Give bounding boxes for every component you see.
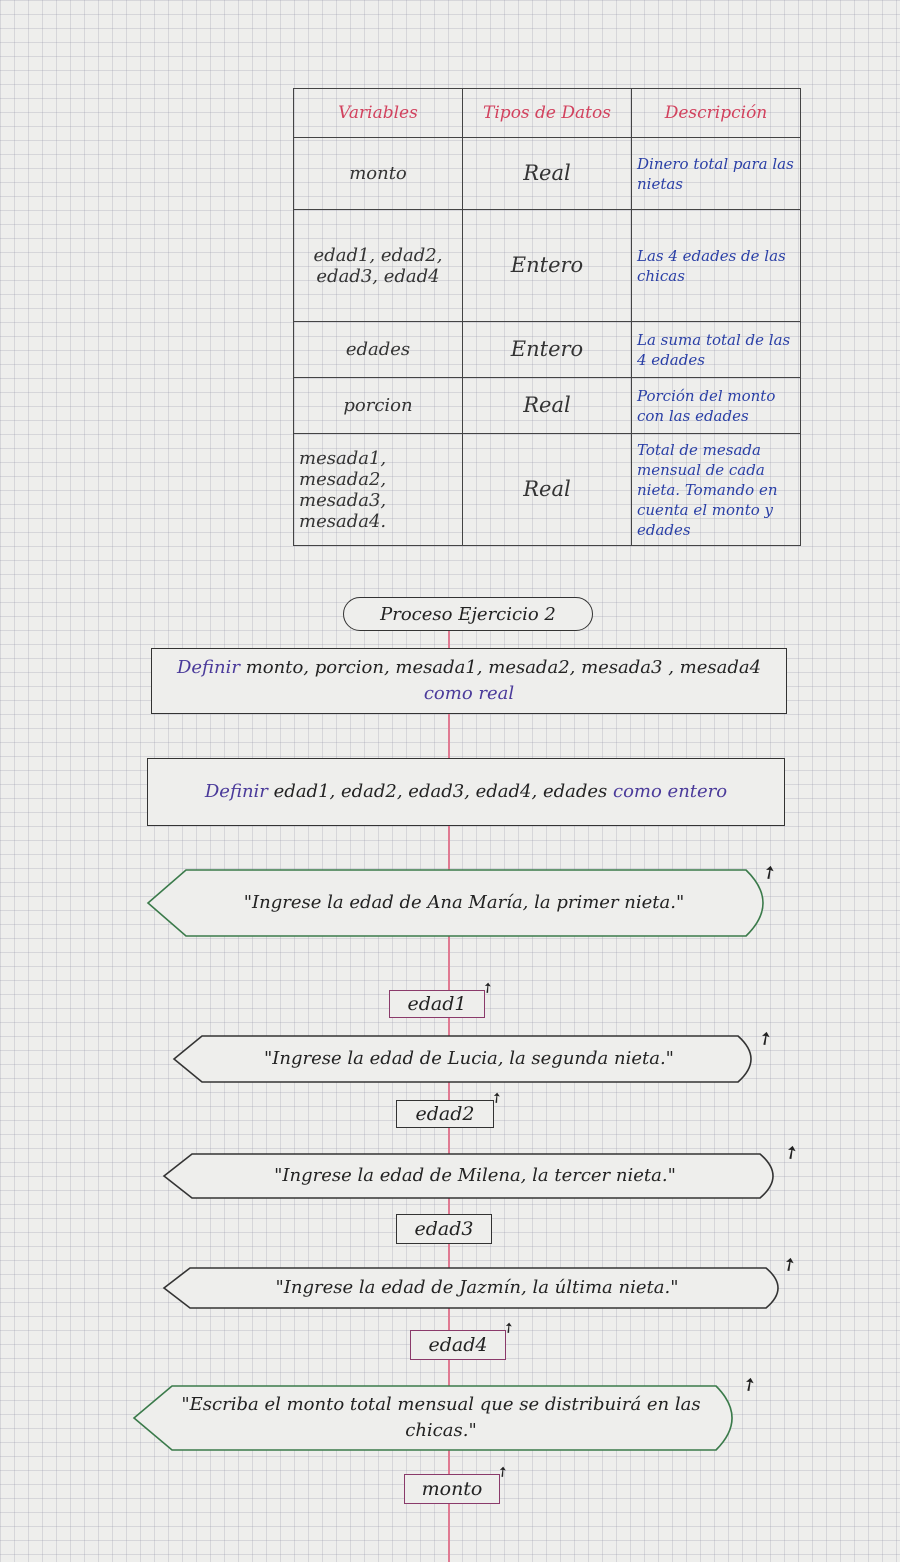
define-keyword: Definir [176,657,240,678]
table-row: edades Entero La suma total de las 4 eda… [293,321,801,378]
define-vars: monto, porcion, mesada1, mesada2, mesada… [245,657,762,678]
type-cell: Real [462,433,632,546]
input-box-1: edad1 ➚ [389,978,498,1018]
input-box-3: edad3 [396,1214,492,1244]
header-description: Descripción [631,88,801,138]
input-var: edad3 [414,1218,474,1240]
input-arrow-icon: ➚ [493,1462,513,1482]
description-cell: Porción del monto con las edades [631,377,801,434]
description-cell: Dinero total para las nietas [631,137,801,210]
flow-connector-line [448,630,450,1562]
header-data-types: Tipos de Datos [462,88,632,138]
variable-cell: monto [293,137,463,210]
type-cell: Entero [462,209,632,322]
start-terminal: Proceso Ejercicio 2 [343,597,593,631]
variable-cell: porcion [293,377,463,434]
input-box-4: edad4 ➚ [410,1318,519,1360]
description-cell: La suma total de las 4 edades [631,321,801,378]
variables-table: Variables Tipos de Datos Descripción mon… [293,88,801,546]
output-display-2: "Ingrese la edad de Lucia, la segunda ni… [172,1034,766,1084]
output-display-3: "Ingrese la edad de Milena, la tercer ni… [162,1152,788,1200]
table-row: porcion Real Porción del monto con las e… [293,377,801,434]
input-var: edad4 [428,1334,488,1356]
start-label: Proceso Ejercicio 2 [380,603,556,625]
input-box-2: edad2 ➚ [396,1088,507,1128]
input-arrow-icon: ➚ [478,978,498,998]
prompt-text: "Ingrese la edad de Milena, la tercer ni… [274,1165,676,1186]
input-box-5: monto ➚ [404,1462,513,1504]
variable-cell: edad1, edad2, edad3, edad4 [293,209,463,322]
input-arrow-icon: ➚ [487,1088,507,1108]
output-display-1: "Ingrese la edad de Ana María, la primer… [146,868,782,938]
define-vars: edad1, edad2, edad3, edad4, edades [273,781,608,802]
table-header-row: Variables Tipos de Datos Descripción [293,88,801,138]
display-shape [146,869,764,937]
table-row: mesada1, mesada2, mesada3, mesada4. Real… [293,433,801,546]
type-cell: Real [462,377,632,434]
description-cell: Las 4 edades de las chicas [631,209,801,322]
display-shape [172,1035,752,1083]
display-shape [162,1267,779,1309]
prompt-text: "Ingrese la edad de Ana María, la primer… [243,892,685,913]
type-cell: Entero [462,321,632,378]
input-var: edad2 [415,1103,475,1125]
define-type: como real [423,683,515,704]
display-shape [132,1385,733,1451]
input-arrow-icon: ➚ [499,1318,519,1338]
prompt-text: "Escriba el monto total mensual que se d… [181,1394,701,1441]
variable-cell: edades [293,321,463,378]
table-row: edad1, edad2, edad3, edad4 Entero Las 4 … [293,209,801,322]
variable-cell: mesada1, mesada2, mesada3, mesada4. [293,433,463,546]
define-keyword: Definir [204,781,268,802]
define-real-process: Definir monto, porcion, mesada1, mesada2… [151,648,787,714]
output-display-4: "Ingrese la edad de Jazmín, la última ni… [162,1266,792,1310]
display-shape [162,1153,774,1199]
input-var: monto [421,1478,483,1500]
input-var: edad1 [407,993,467,1015]
header-variables: Variables [293,88,463,138]
output-display-5: "Escriba el monto total mensual que se d… [132,1384,750,1452]
description-cell: Total de mesada mensual de cada nieta. T… [631,433,801,546]
define-type: como entero [613,781,728,802]
type-cell: Real [462,137,632,210]
prompt-text: "Ingrese la edad de Jazmín, la última ni… [275,1277,679,1298]
define-int-process: Definir edad1, edad2, edad3, edad4, edad… [147,758,785,826]
table-row: monto Real Dinero total para las nietas [293,137,801,210]
prompt-text: "Ingrese la edad de Lucia, la segunda ni… [264,1048,674,1069]
